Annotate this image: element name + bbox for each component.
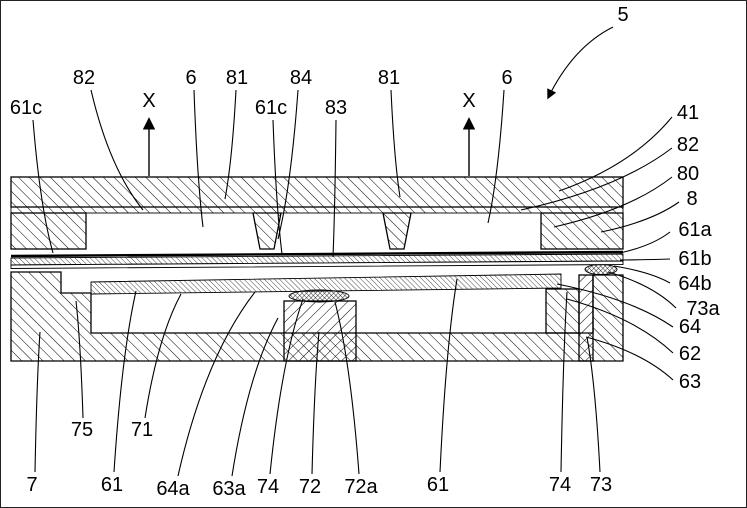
chamber-partition-2 — [382, 212, 412, 250]
ref-label-64a: 64a — [156, 478, 190, 500]
leader-line-62 — [566, 298, 674, 354]
ref-label-75: 75 — [71, 419, 93, 441]
ref-label-71: 71 — [131, 419, 153, 441]
leader-line-81 — [224, 89, 237, 200]
ref-label-81: 81 — [226, 67, 248, 89]
chamber-wall-right — [540, 212, 624, 250]
chamber-partition-1 — [252, 212, 282, 250]
ref-label-61b: 61b — [678, 248, 711, 270]
leader-line-64a — [177, 291, 256, 477]
leader-line-6 — [487, 89, 505, 224]
leader-line-63 — [585, 336, 674, 381]
ref-label-81: 81 — [378, 67, 400, 89]
leader-line-64b — [613, 265, 671, 284]
leader-line-81 — [390, 89, 401, 198]
ref-label-64b: 64b — [678, 273, 711, 295]
leader-line-61 — [113, 290, 137, 473]
ref-label-74: 74 — [549, 474, 571, 496]
ref-label-61c: 61c — [255, 97, 287, 119]
top-cover-plate — [10, 176, 624, 208]
leader-line-63a — [231, 317, 279, 477]
leader-line-72a — [334, 301, 360, 475]
ref-label-7: 7 — [26, 474, 37, 496]
ref-label-64: 64 — [679, 316, 701, 338]
leader-line-82 — [520, 147, 673, 211]
leader-line-61b — [619, 258, 671, 261]
device-cross-section — [10, 176, 624, 362]
ref-label-63: 63 — [679, 371, 701, 393]
ref-label-6: 6 — [501, 67, 512, 89]
leader-line-72 — [311, 331, 320, 475]
leader-line-6 — [193, 89, 204, 228]
leader-line-74 — [560, 291, 568, 473]
center-conductive-bump — [288, 289, 350, 303]
leader-line-73a — [607, 271, 677, 309]
ref-label-74: 74 — [257, 476, 279, 498]
leader-line-82 — [90, 89, 144, 211]
leader-line-61c — [32, 119, 54, 254]
figure-number-arrow-5 — [547, 26, 614, 100]
ref-label-41: 41 — [677, 102, 699, 124]
ref-label-61: 61 — [101, 474, 123, 496]
diaphragm-plate — [90, 273, 562, 295]
right-terminal-column — [578, 274, 594, 362]
ref-label-72a: 72a — [344, 476, 378, 498]
ref-label-62: 62 — [679, 343, 701, 365]
ref-label-63a: 63a — [212, 478, 246, 500]
leader-line-61 — [439, 278, 458, 473]
ref-label-84: 84 — [290, 67, 312, 89]
ref-label-61a: 61a — [678, 219, 712, 241]
ref-label-61: 61 — [427, 474, 449, 496]
ref-label-83: 83 — [325, 97, 347, 119]
leader-line-75 — [75, 300, 84, 419]
leader-line-80 — [553, 176, 673, 228]
ref-label-X: X — [142, 90, 155, 112]
ref-label-X: X — [462, 90, 475, 112]
leader-line-61a — [619, 231, 671, 254]
ref-label-5: 5 — [617, 4, 628, 26]
ref-label-73: 73 — [590, 474, 612, 496]
ref-label-72: 72 — [299, 476, 321, 498]
leader-line-64 — [556, 283, 674, 328]
leader-line-41 — [558, 116, 673, 192]
lower-electrode-layer — [10, 260, 624, 269]
ref-label-6: 6 — [185, 67, 196, 89]
ref-label-73a: 73a — [686, 298, 720, 320]
chamber-wall-left — [10, 212, 87, 250]
leader-line-83 — [332, 119, 337, 258]
right-plate-support — [545, 288, 580, 334]
leader-line-74 — [269, 298, 304, 475]
top-bonding-layer — [10, 206, 624, 214]
ref-label-82: 82 — [73, 67, 95, 89]
ref-label-82: 82 — [677, 134, 699, 156]
upper-electrode-layer — [10, 250, 624, 258]
center-support-block — [283, 300, 357, 362]
ref-label-61c: 61c — [10, 97, 42, 119]
leader-line-73 — [586, 336, 601, 473]
ref-label-80: 80 — [677, 163, 699, 185]
leader-line-84 — [277, 89, 299, 240]
leader-line-71 — [144, 293, 182, 419]
leader-line-61c — [272, 119, 283, 255]
leader-line-8 — [600, 201, 680, 233]
leader-line-7 — [34, 331, 41, 473]
ref-label-8: 8 — [686, 188, 697, 210]
